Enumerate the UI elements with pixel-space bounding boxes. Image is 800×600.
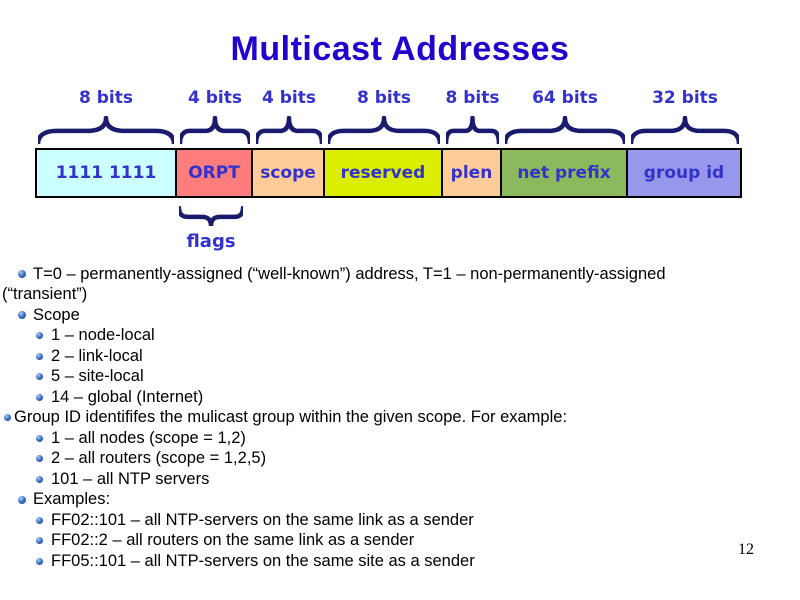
field-box-label: 1111 1111 bbox=[55, 163, 157, 183]
bullet-icon bbox=[36, 393, 43, 401]
flags-label: flags bbox=[186, 231, 236, 252]
bullet-icon bbox=[36, 434, 43, 442]
bullet-icon bbox=[36, 557, 43, 565]
bullet-icon bbox=[36, 373, 43, 381]
bullet-item: Group ID identififes the mulicast group … bbox=[0, 408, 798, 429]
bullet-item: FF05::101 – all NTP-servers on the same … bbox=[0, 551, 798, 572]
field-column: 4 bits ORPT flags bbox=[177, 88, 253, 252]
bullet-item: 101 – all NTP servers bbox=[0, 469, 798, 490]
page-title: Multicast Addresses bbox=[230, 30, 570, 68]
bullet-icon bbox=[36, 352, 43, 360]
bullet-icon bbox=[18, 270, 26, 279]
bullet-icon bbox=[36, 475, 43, 483]
bullet-icon bbox=[36, 537, 43, 545]
bullet-item: FF02::2 – all routers on the same link a… bbox=[0, 531, 798, 552]
field-column: 8 bits reserved bbox=[325, 88, 443, 198]
bullet-text: 1 – node-local bbox=[51, 326, 155, 345]
bit-count-label: 4 bits bbox=[262, 88, 316, 108]
bullet-item: 1 – all nodes (scope = 1,2) bbox=[0, 428, 798, 449]
field-column: 8 bits 1111 1111 bbox=[35, 88, 177, 198]
bit-count-label: 8 bits bbox=[357, 88, 411, 108]
bullet-text: Scope bbox=[33, 305, 80, 324]
field-column: 64 bits net prefix bbox=[502, 88, 628, 198]
bit-count-label: 8 bits bbox=[445, 88, 500, 108]
bullet-text: FF02::101 – all NTP-servers on the same … bbox=[51, 510, 474, 529]
brace-over-icon bbox=[38, 116, 174, 144]
bullet-text: Examples: bbox=[33, 490, 111, 509]
bullet-item: T=0 – permanently-assigned (“well-known”… bbox=[0, 264, 798, 285]
bullet-item: Scope bbox=[0, 305, 798, 326]
flags-annotation: flags bbox=[179, 206, 243, 252]
field-box: 1111 1111 bbox=[35, 148, 177, 198]
bullet-text: 1 – all nodes (scope = 1,2) bbox=[51, 428, 246, 447]
field-box-label: ORPT bbox=[188, 163, 240, 183]
brace-over-icon bbox=[446, 116, 499, 144]
bullet-icon bbox=[36, 516, 43, 524]
bit-count-label: 8 bits bbox=[79, 88, 133, 108]
bullet-text: 101 – all NTP servers bbox=[51, 469, 210, 488]
field-box: ORPT bbox=[177, 148, 253, 198]
field-box: group id bbox=[628, 148, 742, 198]
bullet-text: 14 – global (Internet) bbox=[51, 387, 204, 406]
field-column: 4 bits scope bbox=[253, 88, 325, 198]
bit-count-label: 4 bits bbox=[188, 88, 242, 108]
bullet-item: Examples: bbox=[0, 490, 798, 511]
brace-over-icon bbox=[180, 116, 250, 144]
bullet-item: 2 – link-local bbox=[0, 346, 798, 367]
bullet-item: 1 – node-local bbox=[0, 326, 798, 347]
bullet-icon bbox=[4, 414, 11, 422]
page-number: 12 bbox=[738, 541, 754, 558]
brace-over-icon bbox=[505, 116, 625, 144]
field-box: scope bbox=[253, 148, 325, 198]
field-box-label: plen bbox=[450, 163, 493, 183]
bit-count-label: 32 bits bbox=[652, 88, 718, 108]
bullet-icon bbox=[18, 495, 26, 504]
bullet-icon bbox=[18, 311, 26, 320]
brace-over-icon bbox=[631, 116, 739, 144]
field-box-label: group id bbox=[643, 163, 725, 183]
field-box-label: scope bbox=[260, 163, 316, 183]
bullet-item: 5 – site-local bbox=[0, 367, 798, 388]
brace-under-icon bbox=[179, 206, 243, 226]
bullet-text: 2 – link-local bbox=[51, 346, 143, 365]
bullet-text: Group ID identififes the mulicast group … bbox=[14, 408, 568, 427]
brace-over-icon bbox=[256, 116, 322, 144]
bullet-item: 14 – global (Internet) bbox=[0, 387, 798, 408]
field-box-label: net prefix bbox=[517, 163, 611, 183]
bullet-text: 2 – all routers (scope = 1,2,5) bbox=[51, 449, 267, 468]
bullet-icon bbox=[36, 332, 43, 340]
bullet-text: T=0 – permanently-assigned (“well-known”… bbox=[33, 264, 666, 283]
field-columns: 8 bits 1111 1111 4 bits ORPT flags 4 bit… bbox=[35, 88, 742, 252]
bit-count-label: 64 bits bbox=[532, 88, 598, 108]
field-box: net prefix bbox=[502, 148, 628, 198]
field-box: reserved bbox=[325, 148, 443, 198]
address-format-diagram: 8 bits 1111 1111 4 bits ORPT flags 4 bit… bbox=[35, 88, 742, 252]
bullet-text: 5 – site-local bbox=[51, 367, 144, 386]
bullet-item: (“transient”) bbox=[0, 285, 798, 306]
brace-over-icon bbox=[328, 116, 440, 144]
field-box: plen bbox=[443, 148, 502, 198]
field-column: 8 bits plen bbox=[443, 88, 502, 198]
bullet-text: FF02::2 – all routers on the same link a… bbox=[51, 531, 415, 550]
field-box-label: reserved bbox=[340, 163, 426, 183]
bullet-item: FF02::101 – all NTP-servers on the same … bbox=[0, 510, 798, 531]
bullet-text: FF05::101 – all NTP-servers on the same … bbox=[51, 551, 475, 570]
bullet-item: 2 – all routers (scope = 1,2,5) bbox=[0, 449, 798, 470]
bullet-list: T=0 – permanently-assigned (“well-known”… bbox=[0, 264, 798, 572]
bullet-icon bbox=[36, 455, 43, 463]
field-column: 32 bits group id bbox=[628, 88, 742, 198]
bullet-text: (“transient”) bbox=[2, 285, 88, 304]
